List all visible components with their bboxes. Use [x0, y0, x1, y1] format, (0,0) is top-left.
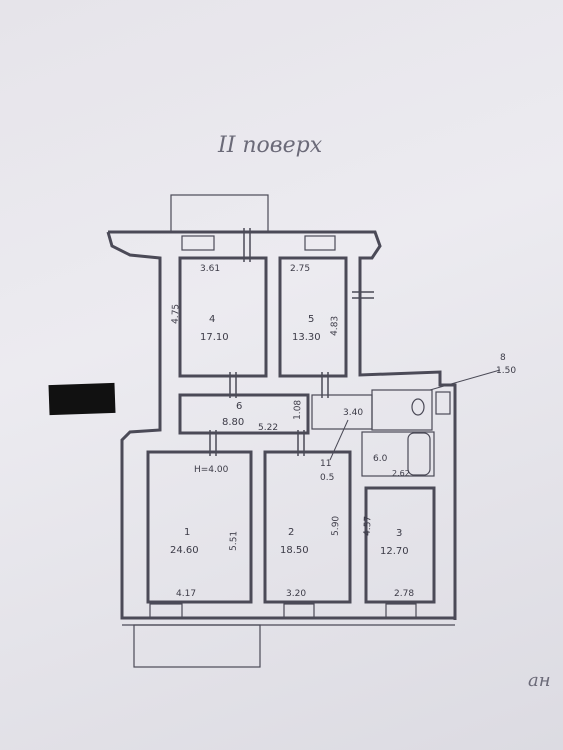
- top-balcony: [170, 194, 269, 233]
- dim-r3-height: 4.57: [363, 516, 374, 536]
- dim-r1-width: 4.17: [176, 589, 196, 599]
- room-5: [278, 256, 348, 378]
- room-6-corridor: [178, 393, 310, 435]
- room-3: [364, 486, 436, 604]
- room-4-area: 17.10: [200, 332, 229, 343]
- room-8-number: 8: [500, 353, 506, 363]
- dim-corridor-w: 1.08: [293, 399, 304, 420]
- leader-room-11: [329, 419, 349, 461]
- dim-r4-width: 3.61: [200, 264, 220, 274]
- dim-r5-height: 4.83: [330, 316, 341, 336]
- dim-ceiling: H=4.00: [194, 465, 229, 475]
- dim-corridor-len: 5.22: [258, 423, 278, 433]
- door-marks: [209, 228, 374, 456]
- room-9: [361, 431, 435, 477]
- dim-r2-width: 3.20: [286, 589, 306, 599]
- dim-r4-height: 4.75: [171, 304, 182, 324]
- redaction-block: [48, 382, 116, 416]
- room-3-number: 3: [396, 528, 402, 539]
- room-1-area: 24.60: [170, 545, 199, 556]
- bottom-balcony: [133, 624, 261, 668]
- room-1-number: 1: [184, 527, 190, 538]
- corner-handwriting: ан: [528, 670, 551, 691]
- room-11-number: 11: [320, 459, 331, 469]
- room-3-area: 12.70: [380, 546, 409, 557]
- room-6-area: 8.80: [222, 417, 244, 428]
- floor-title: II поверх: [217, 133, 323, 158]
- dim-r3-width: 2.78: [394, 589, 414, 599]
- leader-room-8: [429, 369, 501, 391]
- dim-r5-width: 2.75: [290, 264, 310, 274]
- bath-area: [371, 389, 433, 431]
- room-1: [146, 450, 253, 604]
- room-11-area: 0.5: [320, 473, 334, 483]
- room-5-area: 13.30: [292, 332, 321, 343]
- dim-r9-width: 2.62: [392, 469, 410, 478]
- room-2: [263, 450, 352, 604]
- room-4: [178, 256, 268, 378]
- room-8-area: 1.50: [496, 366, 516, 376]
- windows: [149, 235, 451, 619]
- room-6-number: 6: [236, 401, 242, 412]
- room-2-area: 18.50: [280, 545, 309, 556]
- toilet-icon: [411, 398, 425, 416]
- room-5-number: 5: [308, 314, 314, 325]
- room-4-number: 4: [209, 314, 215, 325]
- room-7-area: 3.40: [343, 408, 363, 418]
- bathtub-icon: [407, 432, 431, 476]
- dim-r1-height: 5.51: [229, 531, 240, 551]
- room-9-area: 6.0: [373, 454, 388, 464]
- dim-r2-height: 5.90: [331, 515, 342, 536]
- room-2-number: 2: [288, 527, 294, 538]
